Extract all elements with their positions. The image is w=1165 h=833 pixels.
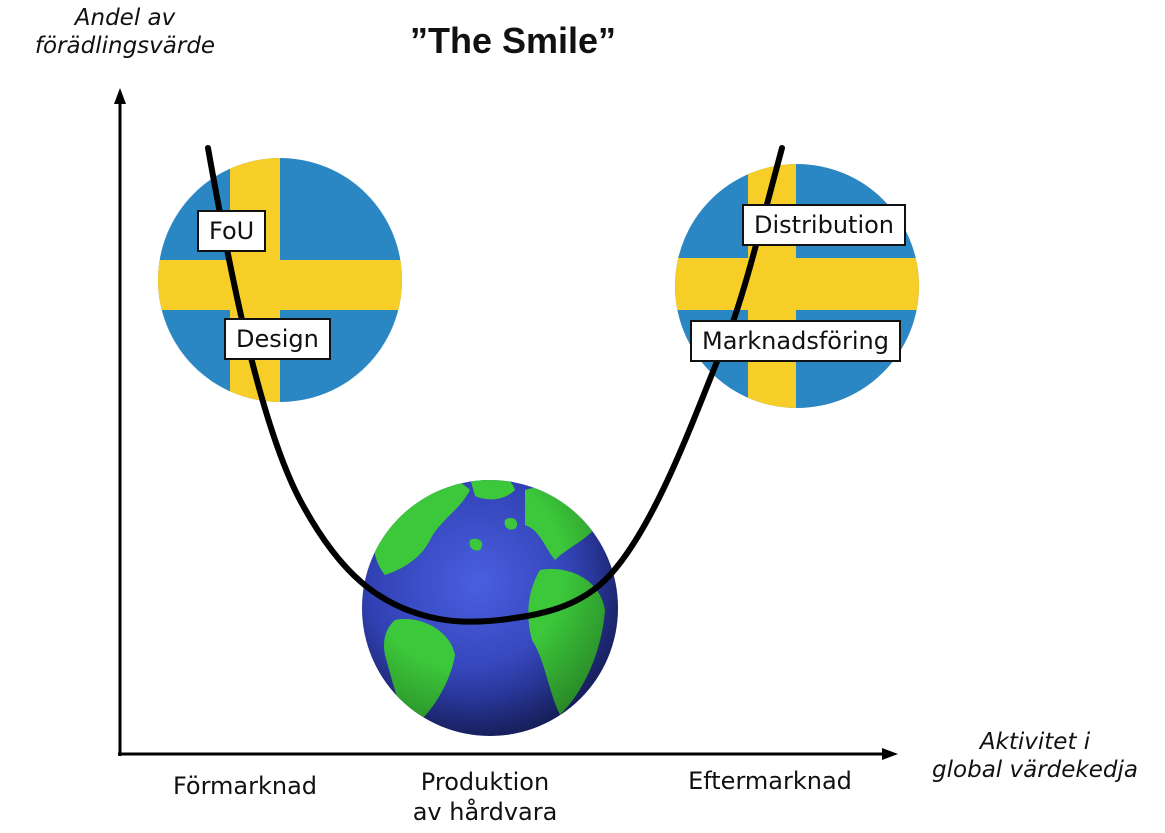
y-axis-label-line-1: Andel av [74, 5, 176, 31]
category-production-line-2: av hårdvara [412, 798, 558, 826]
category-production-line-1: Produktion [420, 768, 550, 796]
y-axis-label-line-2: förädlingsvärde [34, 33, 216, 59]
swedish-flag-icon-left [158, 158, 402, 402]
label-box-marketing: Marknadsföring [690, 320, 901, 362]
x-axis-label-line-1: Aktivitet i [979, 729, 1091, 755]
y-axis-arrow [114, 88, 126, 104]
category-pre-market: Förmarknad [172, 772, 318, 800]
label-box-design: Design [224, 318, 331, 360]
globe-icon [362, 480, 618, 736]
category-production: Produktion av hårdvara [395, 767, 575, 827]
x-axis-arrow [882, 748, 898, 760]
y-axis-label: Andel av förädlingsvärde [0, 4, 250, 60]
x-axis-label: Aktivitet i global värdekedja [905, 728, 1165, 784]
x-axis-label-line-2: global värdekedja [932, 757, 1138, 783]
diagram-title: ”The Smile” [410, 20, 617, 61]
label-box-distribution: Distribution [742, 204, 907, 246]
category-after-market: Eftermarknad [688, 767, 852, 795]
label-box-rnd: FoU [197, 210, 267, 252]
axes [118, 100, 888, 756]
